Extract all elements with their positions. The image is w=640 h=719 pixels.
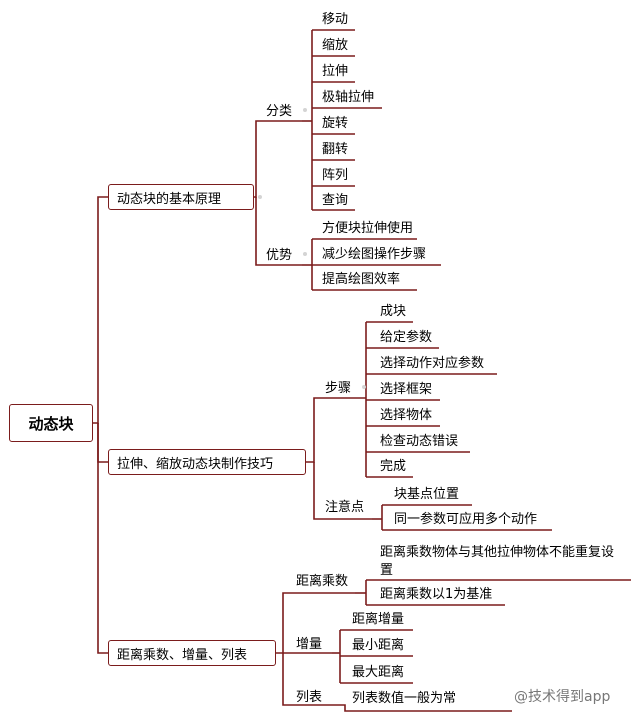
leaf-buzhou-0[interactable]: 成块	[380, 304, 407, 319]
leaf-zengliang-2[interactable]: 最大距离	[352, 665, 405, 680]
leaf-fenlei-5[interactable]: 翻转	[322, 142, 349, 157]
node-fenlei[interactable]: 分类	[266, 104, 293, 119]
leaf-fenlei-3[interactable]: 极轴拉伸	[322, 90, 375, 105]
leaf-chengshu-0[interactable]: 距离乘数物体与其他拉伸物体不能重复设置	[380, 545, 615, 578]
connector-dot	[362, 385, 366, 389]
node-zhuyi[interactable]: 注意点	[325, 500, 365, 515]
leaf-buzhou-2[interactable]: 选择动作对应参数	[380, 356, 485, 371]
leaf-fenlei-2[interactable]: 拉伸	[322, 64, 349, 79]
leaf-buzhou-4[interactable]: 选择物体	[380, 408, 433, 423]
node-zengliang[interactable]: 增量	[296, 637, 323, 652]
node-chengshu[interactable]: 距离乘数	[296, 574, 349, 589]
leaf-fenlei-6[interactable]: 阵列	[322, 168, 349, 183]
leaf-buzhou-5[interactable]: 检查动态错误	[380, 434, 459, 449]
root-node[interactable]: 动态块	[9, 404, 93, 442]
leaf-zengliang-1[interactable]: 最小距离	[352, 638, 405, 653]
leaf-chengshu-1[interactable]: 距离乘数以1为基准	[380, 587, 493, 602]
connector-dot	[258, 195, 262, 199]
leaf-fenlei-7[interactable]: 查询	[322, 193, 349, 208]
branch-stretch-scale-tips[interactable]: 拉伸、缩放动态块制作技巧	[108, 449, 306, 475]
leaf-fenlei-0[interactable]: 移动	[322, 12, 349, 27]
leaf-zhuyi-0[interactable]: 块基点位置	[394, 487, 460, 502]
leaf-zhuyi-1[interactable]: 同一参数可应用多个动作	[394, 512, 538, 527]
connector-dot	[303, 252, 307, 256]
node-liebiao[interactable]: 列表	[296, 690, 323, 705]
node-buzhou[interactable]: 步骤	[325, 381, 352, 396]
leaf-buzhou-1[interactable]: 给定参数	[380, 330, 433, 345]
leaf-buzhou-6[interactable]: 完成	[380, 459, 407, 474]
branch-basic-principle[interactable]: 动态块的基本原理	[108, 184, 254, 210]
watermark-text: @技术得到app	[514, 689, 611, 705]
leaf-liebiao-0[interactable]: 列表数值一般为常	[352, 691, 457, 706]
leaf-fenlei-4[interactable]: 旋转	[322, 116, 349, 131]
leaf-fenlei-1[interactable]: 缩放	[322, 38, 349, 53]
connector-dot	[303, 108, 307, 112]
node-youshi[interactable]: 优势	[266, 248, 293, 263]
leaf-youshi-2[interactable]: 提高绘图效率	[322, 272, 401, 287]
leaf-youshi-0[interactable]: 方便块拉伸使用	[322, 221, 414, 236]
leaf-zengliang-0[interactable]: 距离增量	[352, 612, 405, 627]
leaf-youshi-1[interactable]: 减少绘图操作步骤	[322, 247, 427, 262]
branch-distance-multiplier[interactable]: 距离乘数、增量、列表	[108, 640, 276, 666]
leaf-buzhou-3[interactable]: 选择框架	[380, 382, 433, 397]
